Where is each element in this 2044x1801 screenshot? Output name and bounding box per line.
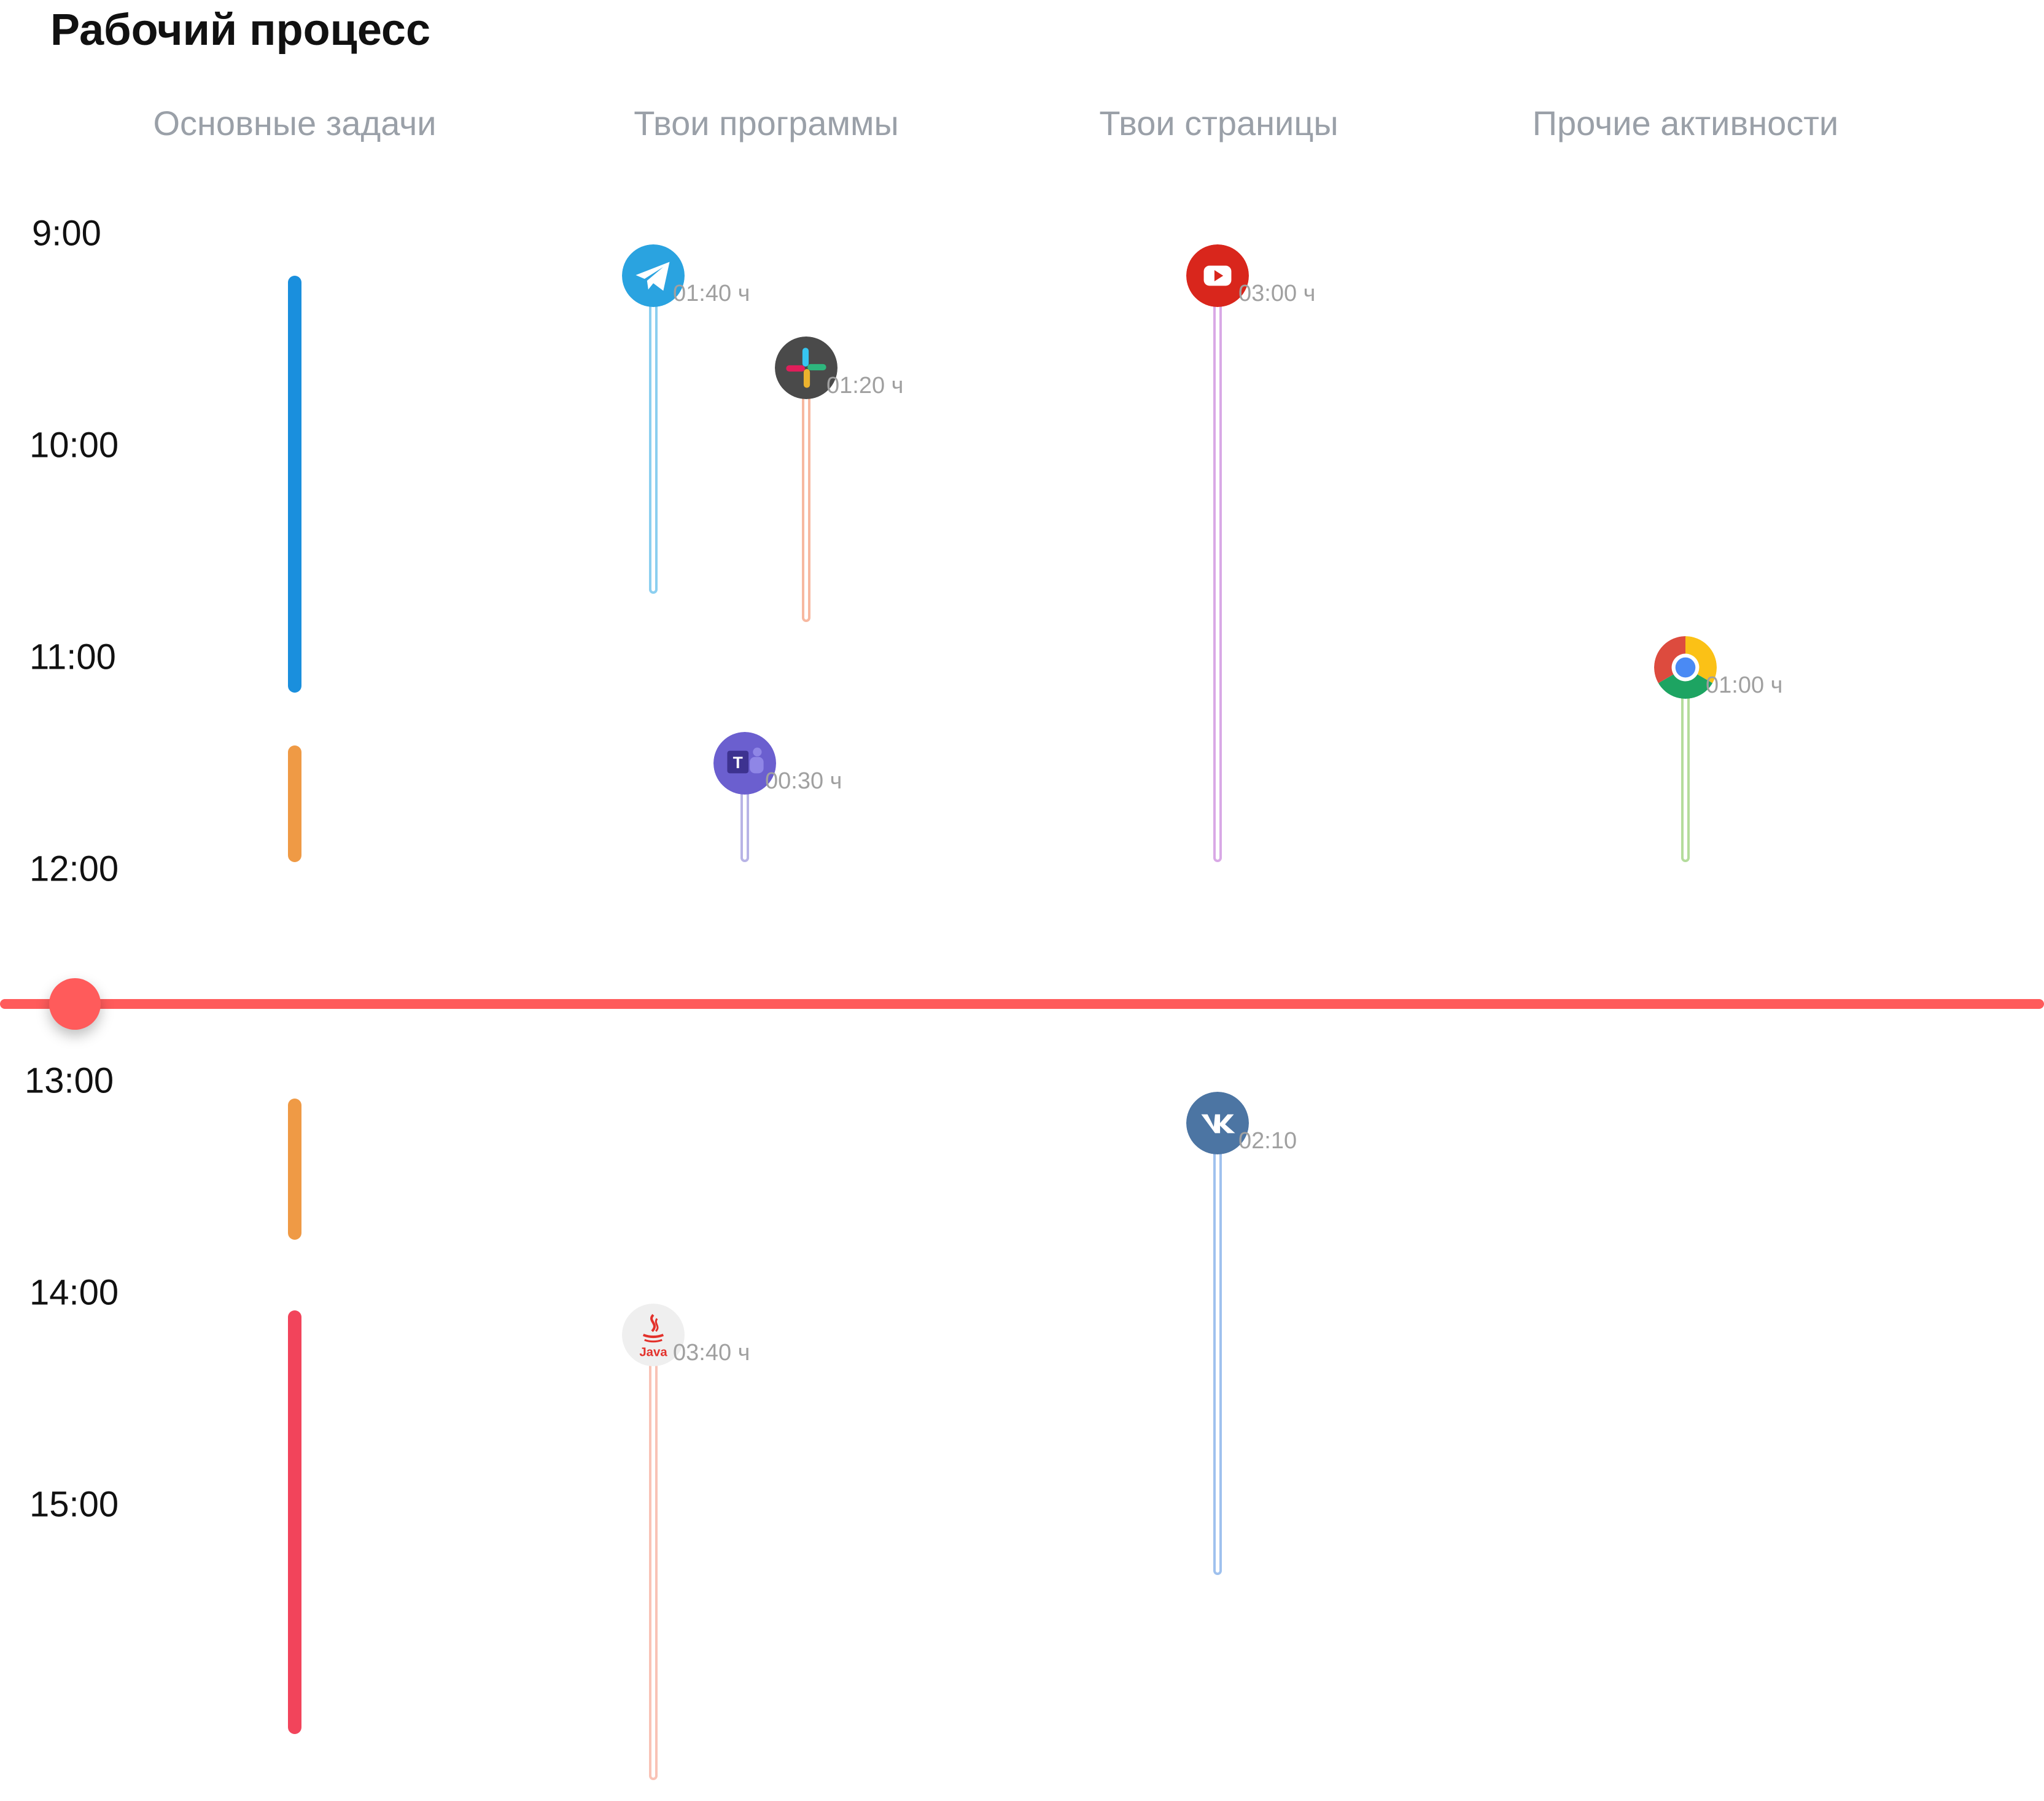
page-stem xyxy=(1213,1123,1222,1575)
duration-label: 01:00 ч xyxy=(1706,672,1783,699)
duration-label: 03:40 ч xyxy=(673,1340,750,1366)
time-label-9: 9:00 xyxy=(32,213,101,254)
duration-label: 01:40 ч xyxy=(673,281,750,306)
app-stem xyxy=(802,367,810,622)
task-bar[interactable] xyxy=(288,1310,301,1734)
column-header-tasks: Основные задачи xyxy=(153,104,437,142)
task-bar[interactable] xyxy=(288,745,301,862)
current-time-line xyxy=(0,999,2044,1009)
column-header-other: Прочие активности xyxy=(1532,104,1839,142)
duration-label: 01:20 ч xyxy=(826,372,904,399)
time-label-14: 14:00 xyxy=(29,1272,119,1313)
vk-icon[interactable] xyxy=(1186,1092,1249,1154)
app-stem xyxy=(649,276,658,594)
page-title: Рабочий процесс xyxy=(50,6,430,55)
time-label-13: 13:00 xyxy=(25,1060,114,1101)
telegram-icon[interactable] xyxy=(622,244,685,307)
app-stem xyxy=(649,1335,658,1780)
time-label-12: 12:00 xyxy=(29,849,119,889)
column-header-pages: Твои страницы xyxy=(1099,104,1339,142)
time-label-10: 10:00 xyxy=(29,425,119,465)
svg-text:T: T xyxy=(733,753,743,772)
duration-label: 03:00 ч xyxy=(1238,281,1316,306)
youtube-icon[interactable] xyxy=(1186,244,1249,307)
svg-text:Java: Java xyxy=(639,1346,667,1360)
chrome-icon[interactable] xyxy=(1654,636,1717,699)
time-label-11: 11:00 xyxy=(29,637,116,677)
time-label-15: 15:00 xyxy=(29,1484,119,1525)
teams-icon[interactable]: T xyxy=(713,731,776,795)
page-stem xyxy=(1213,276,1222,862)
column-header-programs: Твои программы xyxy=(634,104,899,142)
task-bar[interactable] xyxy=(288,1098,301,1240)
duration-label: 02:10 xyxy=(1238,1128,1297,1154)
current-time-handle[interactable] xyxy=(49,978,101,1030)
java-icon[interactable]: Java xyxy=(622,1304,685,1366)
task-bar[interactable] xyxy=(288,276,301,693)
duration-label: 00:30 ч xyxy=(765,768,842,794)
slack-icon[interactable] xyxy=(775,336,837,399)
